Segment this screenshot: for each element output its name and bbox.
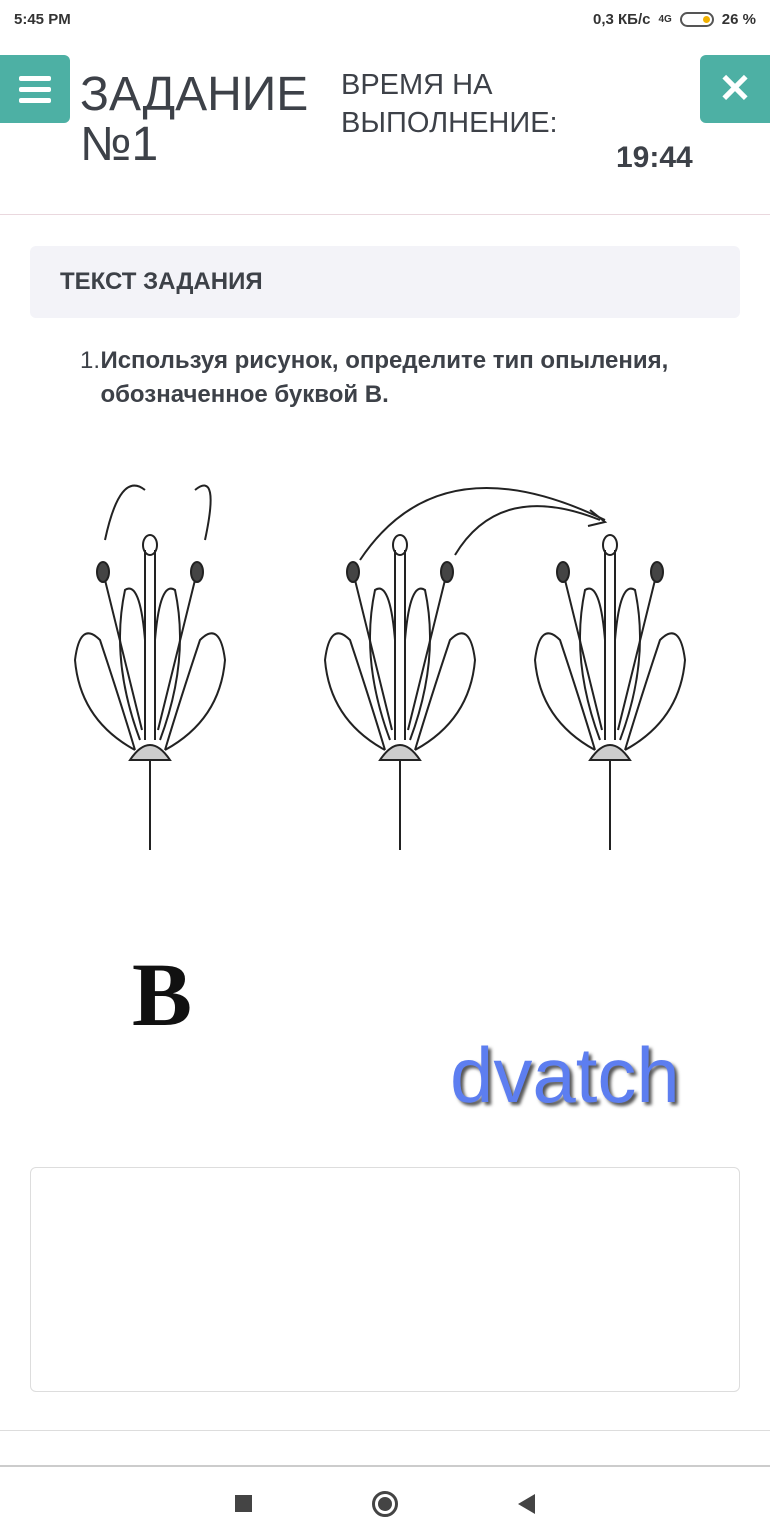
question-number: 1. <box>80 347 101 374</box>
close-button[interactable]: ✕ <box>700 55 770 123</box>
flower-donor <box>324 534 476 851</box>
figure-letter: В <box>132 946 192 1045</box>
android-nav-bar <box>0 1465 770 1540</box>
back-icon[interactable] <box>518 1493 535 1514</box>
network-speed: 0,3 КБ/с <box>592 10 651 28</box>
battery-icon <box>679 11 714 27</box>
clock: 5:45 PM <box>14 10 71 28</box>
status-bar: 5:45 PM 0,3 КБ/с 4G 26 % <box>0 0 770 38</box>
battery-level: 26 % <box>721 10 756 28</box>
time-label: ВРЕМЯ НА ВЫПОЛНЕНИЕ: <box>341 69 558 139</box>
home-icon[interactable] <box>372 1490 398 1517</box>
answer-input[interactable] <box>30 1167 740 1392</box>
divider <box>0 1430 770 1431</box>
page-title: ЗАДАНИЕ №1 <box>80 68 309 171</box>
self-pollination-arrows <box>104 484 212 541</box>
question-text: Используя рисунок, определите тип опылен… <box>100 347 669 408</box>
section-title: ТЕКСТ ЗАДАНИЯ <box>30 246 740 318</box>
flower-self <box>74 534 226 851</box>
arrow-head <box>587 509 608 527</box>
cross-pollination-arrow <box>359 487 606 561</box>
menu-button[interactable] <box>0 55 70 123</box>
close-icon: ✕ <box>718 67 752 111</box>
watermark: dvatch <box>450 1031 680 1119</box>
recents-icon[interactable] <box>235 1495 252 1512</box>
divider <box>0 214 770 215</box>
signal-icon: 4G <box>658 13 672 25</box>
flower-recipient <box>534 534 686 851</box>
question: 1. Используя рисунок, определите тип опы… <box>80 344 730 412</box>
timer: 19:44 <box>616 141 693 174</box>
pollination-figure: В <box>60 460 720 1065</box>
